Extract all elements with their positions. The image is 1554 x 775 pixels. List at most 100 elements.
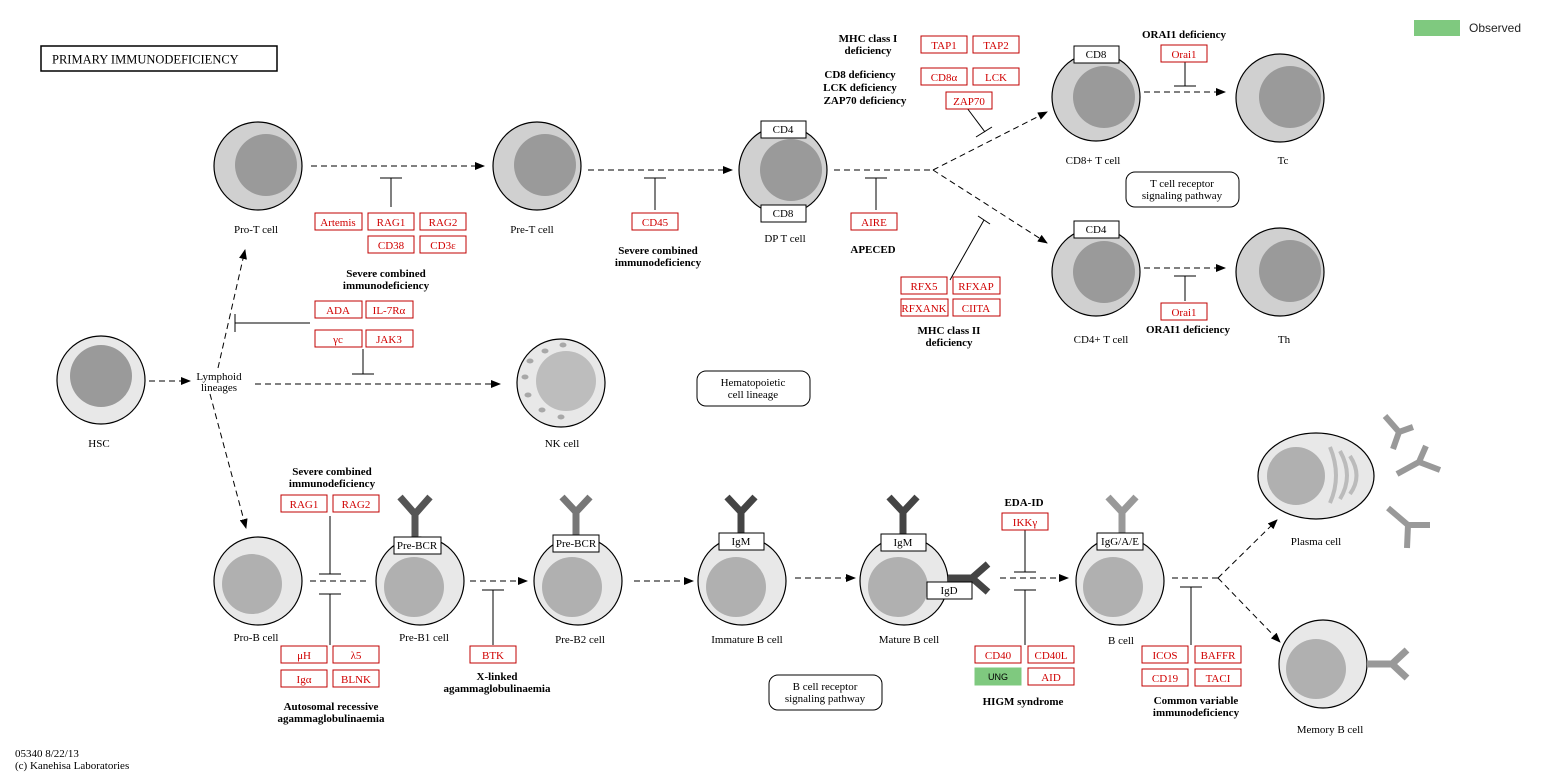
gene-ada[interactable] (314, 300, 363, 319)
gene-ung-text: UNG (988, 672, 1008, 682)
gene-orai1-a-text: Orai1 (1171, 49, 1196, 61)
gene-jak3-text: JAK3 (376, 334, 402, 346)
ar-agamma-line2: agammaglobulinaemia (278, 713, 385, 725)
gene-aire[interactable] (850, 212, 898, 231)
gene-orai1-b-text: Orai1 (1171, 307, 1196, 319)
hsc-cell (56, 335, 146, 425)
mhc2-line2: deficiency (925, 337, 973, 349)
gene-zap70[interactable] (945, 91, 993, 110)
cd8-t-label: CD8+ T cell (1066, 155, 1121, 167)
cd4t-cd4-text: CD4 (1086, 224, 1107, 236)
cd8def-line3: ZAP70 deficiency (824, 95, 907, 107)
pathway-link-tcr[interactable]: T cell receptor signaling pathway (1125, 171, 1240, 208)
scid2-line2: immunodeficiency (615, 257, 702, 269)
cd8t-cd8-marker (1073, 45, 1120, 64)
pro-t-label: Pro-T cell (234, 224, 278, 236)
gene-rfxank[interactable] (900, 298, 949, 317)
scid3-line1: Severe combined (292, 466, 372, 478)
gene-blnk[interactable] (332, 669, 380, 688)
gene-uh[interactable] (280, 645, 328, 664)
igage-marker (1096, 532, 1144, 551)
prebcr1-marker (393, 536, 442, 555)
gene-aid-text: AID (1041, 672, 1061, 684)
gene-orai1-a[interactable] (1160, 44, 1208, 63)
gene-aid[interactable] (1027, 667, 1075, 686)
dp-t-label: DP T cell (764, 233, 805, 245)
gene-rag2-t[interactable] (419, 212, 467, 231)
cd8def-line1: CD8 deficiency (824, 69, 896, 81)
dp-cd4-text: CD4 (773, 124, 794, 136)
map-title: PRIMARY IMMUNODEFICIENCY (52, 53, 239, 67)
pro-t-cell (213, 121, 303, 211)
gene-jak3[interactable] (365, 329, 414, 348)
plasma-label: Plasma cell (1291, 536, 1341, 548)
gene-l5-text: λ5 (351, 650, 362, 662)
gene-cd19[interactable] (1141, 668, 1189, 687)
dp-cd8-text: CD8 (773, 208, 794, 220)
gene-rag1-t[interactable] (367, 212, 415, 231)
gene-cd38[interactable] (367, 235, 415, 254)
gene-boxes: Artemis RAG1 RAG2 CD38 CD3ε ADA IL-7Rα γ… (280, 35, 1242, 688)
tc-label: Tc (1278, 155, 1289, 167)
tc-cell (1235, 53, 1325, 143)
mature-b-label: Mature B cell (879, 634, 939, 646)
gene-rfx5[interactable] (900, 276, 948, 295)
gene-ikky[interactable] (1001, 512, 1049, 531)
gene-cd40l[interactable] (1027, 645, 1075, 664)
gene-cd8a-text: CD8α (931, 72, 958, 84)
gene-rfxap[interactable] (952, 276, 1001, 295)
hema-line1: Hematopoietic (721, 377, 786, 389)
gene-ciita[interactable] (952, 298, 1001, 317)
igm1-text: IgM (732, 536, 751, 548)
hsc-label: HSC (88, 438, 109, 450)
pathway-arrows (149, 88, 1281, 643)
gene-tap1-text: TAP1 (931, 40, 956, 52)
gene-l5[interactable] (332, 645, 380, 664)
pre-b2-label: Pre-B2 cell (555, 634, 605, 646)
gene-artemis[interactable] (314, 212, 363, 231)
gene-iga[interactable] (280, 669, 328, 688)
igd-text: IgD (940, 585, 957, 597)
legend-observed-swatch (1414, 20, 1460, 36)
gene-il7ra[interactable] (365, 300, 414, 319)
nk-cell (516, 338, 606, 428)
gene-taci[interactable] (1194, 668, 1242, 687)
gene-cd45[interactable] (631, 212, 679, 231)
gene-cd38-text: CD38 (378, 240, 405, 252)
gene-rag1-b[interactable] (280, 494, 328, 513)
gene-cd45-text: CD45 (642, 217, 669, 229)
bcr-line2: signaling pathway (785, 693, 866, 705)
orai1-def2-label: ORAI1 deficiency (1146, 324, 1231, 336)
gene-rag2-b[interactable] (332, 494, 380, 513)
gene-cd40[interactable] (974, 645, 1022, 664)
igm2-marker (880, 533, 927, 552)
gene-cd3e[interactable] (419, 235, 467, 254)
footer-copyright: (c) Kanehisa Laboratories (15, 760, 129, 772)
gene-btk[interactable] (469, 645, 517, 664)
gene-blnk-text: BLNK (341, 674, 371, 686)
pre-b1-label: Pre-B1 cell (399, 632, 449, 644)
gene-icos[interactable] (1141, 645, 1189, 664)
scid2-line1: Severe combined (618, 245, 698, 257)
eda-id-label: EDA-ID (1004, 497, 1043, 509)
pathway-link-bcr[interactable]: B cell receptor signaling pathway (768, 674, 883, 711)
orai1-def1-label: ORAI1 deficiency (1142, 29, 1227, 41)
gene-cd8a[interactable] (920, 67, 968, 86)
gene-tap2-text: TAP2 (983, 40, 1008, 52)
cd8-t-cell (1051, 52, 1141, 142)
higm-label: HIGM syndrome (983, 696, 1064, 708)
gene-ung-observed[interactable] (974, 667, 1022, 686)
pre-b1-cell (375, 494, 465, 626)
gene-rag1-b-text: RAG1 (290, 499, 319, 511)
pathway-link-hematopoietic[interactable]: Hematopoietic cell lineage (696, 370, 811, 407)
tcr-line2: signaling pathway (1142, 190, 1223, 202)
gene-lck[interactable] (972, 67, 1020, 86)
gene-baffr[interactable] (1194, 645, 1242, 664)
scid1-line2: immunodeficiency (343, 280, 430, 292)
gene-btk-text: BTK (482, 650, 504, 662)
gene-tap1[interactable] (920, 35, 968, 54)
gene-orai1-b[interactable] (1160, 302, 1208, 321)
gene-yc[interactable] (314, 329, 363, 348)
gene-tap2[interactable] (972, 35, 1020, 54)
th-cell (1235, 227, 1325, 317)
